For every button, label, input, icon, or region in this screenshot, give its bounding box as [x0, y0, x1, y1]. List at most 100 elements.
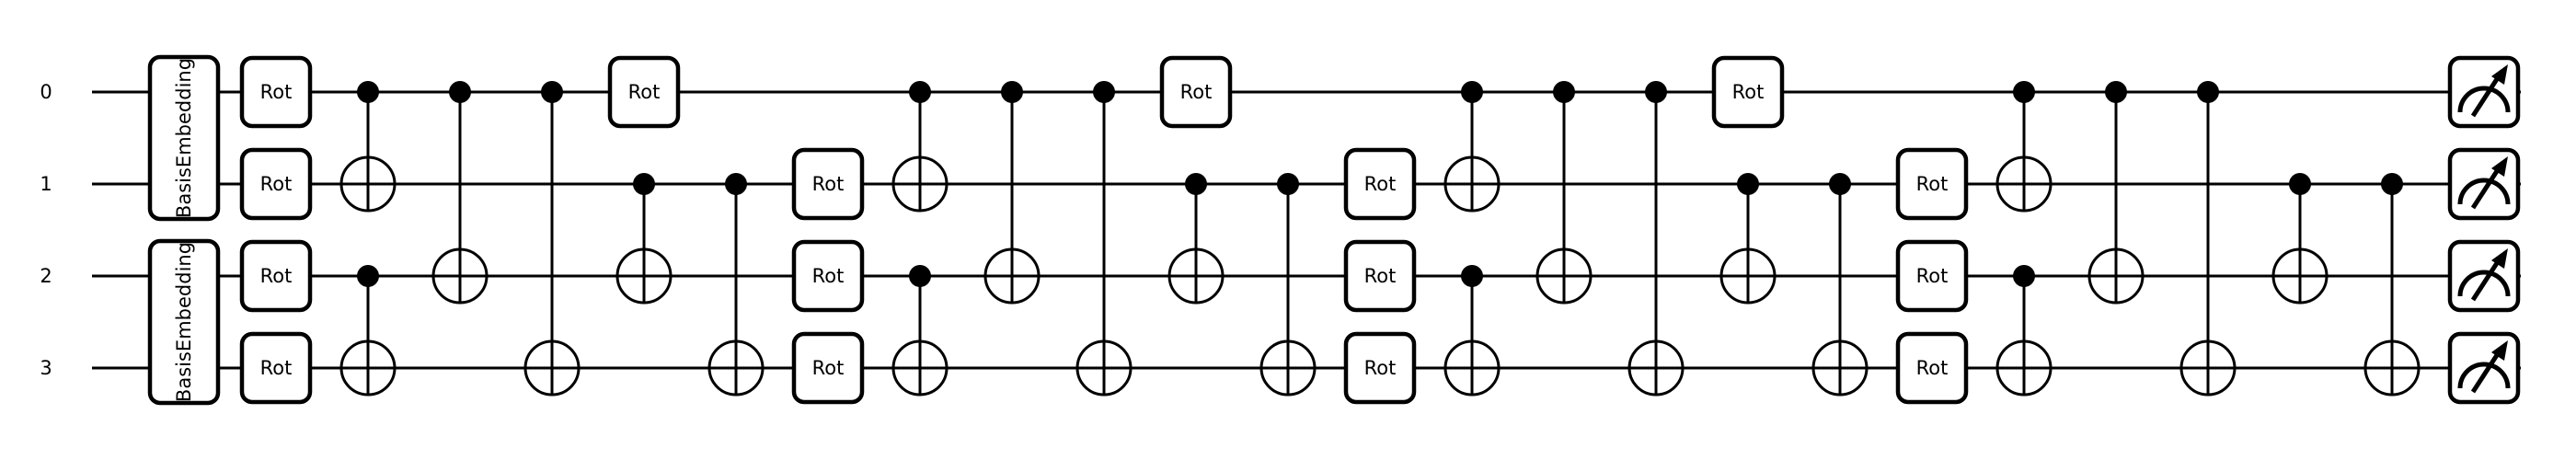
control-dot [2105, 81, 2127, 103]
rot-gate: Rot [791, 331, 865, 405]
control-dot [2197, 81, 2219, 103]
wire-label-3: 3 [40, 357, 52, 379]
basis-embedding-block: BasisEmbedding [147, 238, 221, 406]
cnot-target [983, 247, 1041, 305]
cnot-target [1167, 247, 1225, 305]
control-dot [1093, 81, 1115, 103]
rot-gate: Rot [1159, 55, 1233, 129]
cnot-target [1719, 247, 1777, 305]
cnot-target [1995, 339, 2053, 397]
cnot-target [2179, 339, 2237, 397]
cnot-gate [1075, 81, 1133, 397]
control-dot [909, 81, 931, 103]
control-dot [1461, 265, 1483, 287]
cnot-gate [1995, 81, 2053, 213]
rot-gate-label: Rot [260, 265, 293, 287]
basis-embedding-label: BasisEmbedding [173, 242, 195, 402]
rot-gate-label: Rot [260, 173, 293, 195]
control-dot [909, 265, 931, 287]
measurement-meter-icon [2447, 239, 2521, 313]
rot-gate-label: Rot [260, 81, 293, 103]
cnot-gate [891, 81, 949, 213]
measurement-meter-icon [2447, 147, 2521, 221]
control-dot [633, 173, 655, 195]
cnot-gate [2271, 173, 2329, 305]
cnot-target [2271, 247, 2329, 305]
control-dot [2289, 173, 2311, 195]
cnot-target [1627, 339, 1685, 397]
control-dot [1461, 81, 1483, 103]
rot-gate: Rot [239, 147, 313, 221]
rot-gate: Rot [1343, 147, 1417, 221]
rot-gate-label: Rot [812, 357, 845, 379]
rot-gate-label: Rot [1916, 173, 1949, 195]
cnot-gate [523, 81, 581, 397]
control-dot [357, 265, 379, 287]
basis-embedding-label: BasisEmbedding [173, 58, 195, 218]
rot-gate-label: Rot [1732, 81, 1765, 103]
cnot-target [891, 339, 949, 397]
rot-gate: Rot [1895, 147, 1969, 221]
rot-gate-label: Rot [1364, 173, 1397, 195]
cnot-gate [1995, 265, 2053, 397]
rot-gate: Rot [1343, 331, 1417, 405]
rot-gates-layer: RotRotRotRotRotRotRotRotRotRotRotRotRotR… [239, 55, 1969, 405]
rot-gate-label: Rot [1180, 81, 1213, 103]
cnot-gate [1627, 81, 1685, 397]
wires-layer: 0 1 2 3 [40, 81, 2521, 379]
cnot-gate [431, 81, 489, 305]
rot-gate-label: Rot [260, 357, 293, 379]
cnot-target [339, 155, 397, 213]
rot-gate-label: Rot [1916, 265, 1949, 287]
control-dot [1277, 173, 1299, 195]
rot-gate-label: Rot [1364, 357, 1397, 379]
rot-gate: Rot [239, 55, 313, 129]
wire-label-0: 0 [40, 81, 52, 103]
cnot-gate [615, 173, 673, 305]
cnot-gate [983, 81, 1041, 305]
rot-gate: Rot [791, 147, 865, 221]
cnot-target [339, 339, 397, 397]
rot-gate: Rot [1895, 239, 1969, 313]
wire-label-2: 2 [40, 265, 52, 287]
cnot-target [2363, 339, 2421, 397]
measurement-meter-icon [2447, 55, 2521, 129]
control-dot [2013, 265, 2035, 287]
cnot-gate [1443, 265, 1501, 397]
control-dot [541, 81, 563, 103]
measurements-layer [2447, 55, 2521, 405]
control-dot [1553, 81, 1575, 103]
rot-gate: Rot [1343, 239, 1417, 313]
measurement-meter-icon [2447, 331, 2521, 405]
rot-gate: Rot [607, 55, 681, 129]
rot-gate: Rot [239, 239, 313, 313]
control-dot [1737, 173, 1759, 195]
cnot-gate [707, 173, 765, 397]
basis-embedding-block: BasisEmbedding [147, 54, 221, 222]
control-dot [1645, 81, 1667, 103]
rot-gate: Rot [239, 331, 313, 405]
cnot-target [1535, 247, 1593, 305]
cnot-gate [1167, 173, 1225, 305]
control-dot [449, 81, 471, 103]
cnot-target [1995, 155, 2053, 213]
cnot-target [1259, 339, 1317, 397]
control-dot [725, 173, 747, 195]
cnot-gate [339, 81, 397, 213]
cnot-target [2087, 247, 2145, 305]
cnot-gate [891, 265, 949, 397]
rot-gate-label: Rot [812, 265, 845, 287]
cnot-target [1443, 155, 1501, 213]
cnot-target [1075, 339, 1133, 397]
cnot-target [891, 155, 949, 213]
wire-label-1: 1 [40, 173, 52, 195]
cnot-gate [1719, 173, 1777, 305]
rot-gate-label: Rot [628, 81, 661, 103]
rot-gate: Rot [1895, 331, 1969, 405]
control-dot [1829, 173, 1851, 195]
cnot-gate [2087, 81, 2145, 305]
rot-gate: Rot [1711, 55, 1785, 129]
cnot-gate [2179, 81, 2237, 397]
